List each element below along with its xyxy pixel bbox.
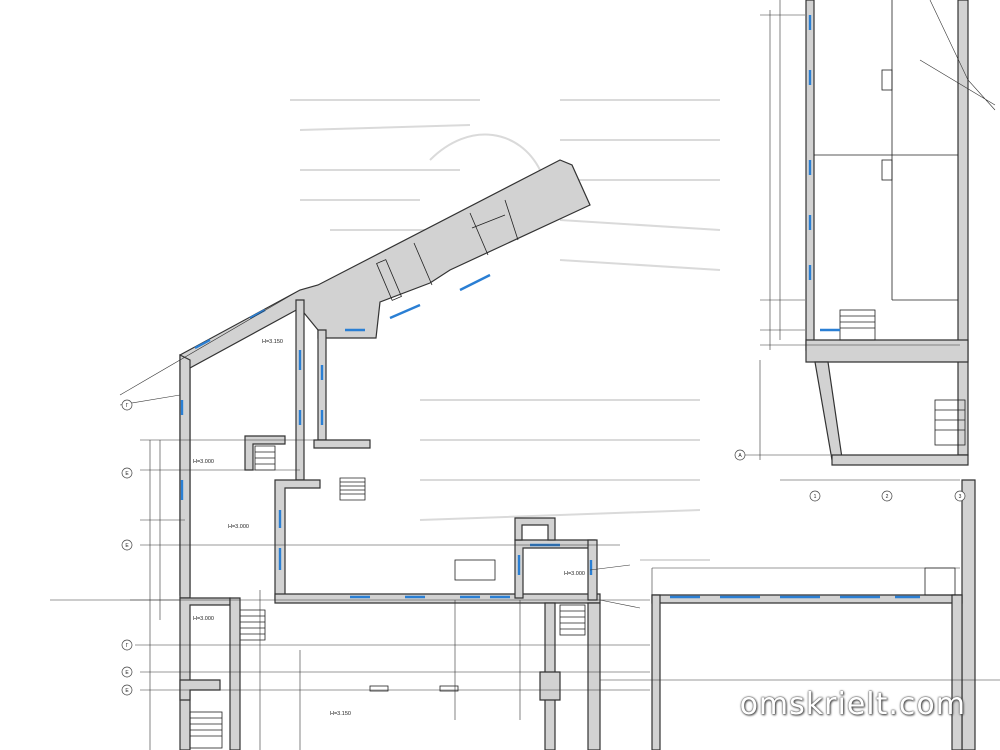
axis-label: Г [126, 403, 129, 409]
axis-label: Е [125, 688, 129, 694]
axis-label: 1 [814, 494, 817, 500]
br-left-wall [651, 594, 661, 750]
right-building [740, 0, 996, 750]
stair-room-wall [274, 479, 321, 601]
axis-markers: Г Е Е Г Е Е А 1 2 3 [121, 399, 966, 696]
lower-right-box [539, 671, 561, 701]
axis-marker [734, 449, 746, 461]
left-building [179, 159, 601, 750]
right-bottom-wall [831, 454, 969, 466]
axis-marker [121, 399, 133, 411]
axis-marker [881, 490, 893, 502]
inner-wall-vertical [295, 299, 305, 481]
axis-label: А [738, 453, 742, 459]
axis-marker [954, 490, 966, 502]
room-height-label: H=3.150 [330, 711, 351, 717]
side-block-wall [514, 539, 596, 599]
small-box-wall [514, 517, 556, 541]
stair-block [244, 435, 286, 471]
axis-marker [121, 639, 133, 651]
axis-label: Е [125, 471, 129, 477]
br-right-wall [951, 594, 963, 750]
right-bump-wall [313, 439, 371, 449]
right-floor-wall [805, 339, 969, 363]
right-tall-wall-right [957, 0, 969, 456]
watermark-text: omskrielt.com [739, 687, 966, 722]
lower-right-wall [587, 602, 601, 750]
axis-label: Е [125, 670, 129, 676]
axis-marker [121, 684, 133, 696]
axis-marker [809, 490, 821, 502]
outer-wall-left [179, 354, 191, 599]
axis-label: Г [126, 643, 129, 649]
room-height-label: H=3.000 [228, 524, 249, 530]
axis-label: 3 [959, 494, 962, 500]
room-height-label: H=3.150 [262, 339, 283, 345]
lower-left-vertical [229, 597, 241, 750]
bottom-right-building [600, 567, 1000, 750]
side-block-right [587, 539, 598, 601]
axis-marker [121, 539, 133, 551]
axis-label: 2 [886, 494, 889, 500]
room-height-label: H=3.000 [564, 571, 585, 577]
background-ghost-drawing [290, 99, 721, 561]
room-height-label: H=3.000 [193, 459, 214, 465]
axis-label: Е [125, 543, 129, 549]
room-labels: H=3.150 H=3.000 H=3.000 H=3.000 H=3.150 … [193, 339, 585, 717]
right-lower-diagonal [814, 361, 843, 461]
main-south-wall [274, 593, 601, 604]
room-height-label: H=3.000 [193, 616, 214, 622]
axis-marker [121, 666, 133, 678]
dimension-lines [50, 289, 650, 750]
axis-marker [121, 467, 133, 479]
